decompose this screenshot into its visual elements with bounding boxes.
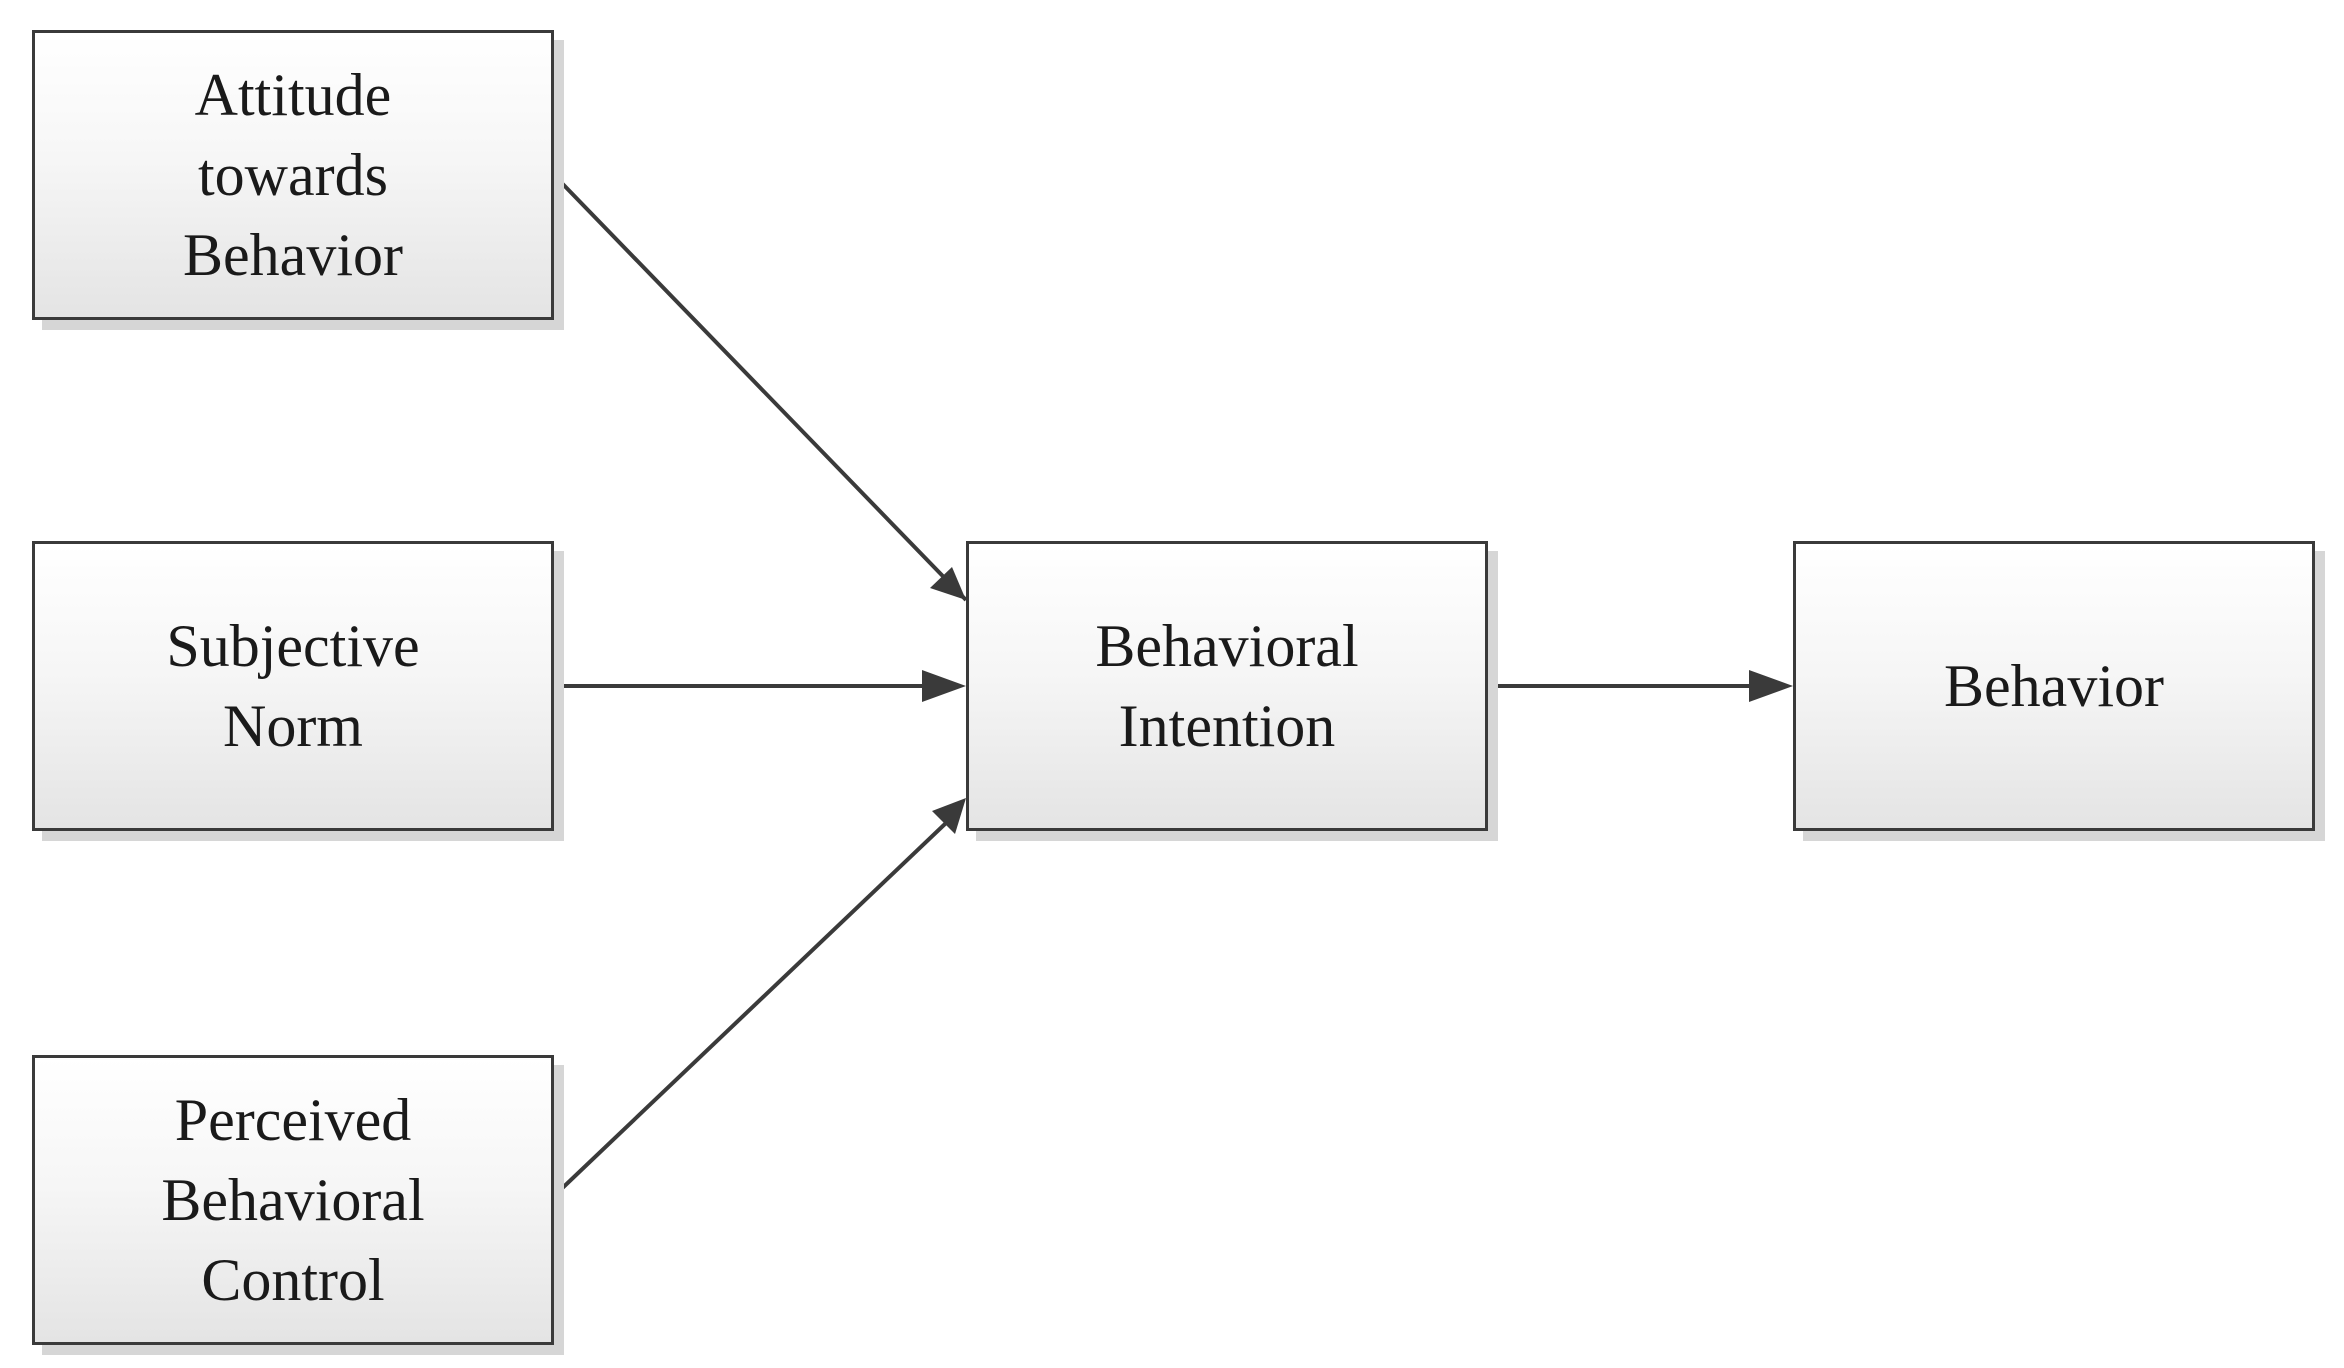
arrowhead-icon — [932, 798, 966, 834]
arrow-perceived-control-to-intention — [552, 798, 966, 1198]
node-behavior: Behavior — [1793, 541, 2315, 831]
label-line: Norm — [223, 693, 363, 759]
node-label: Behavior — [1944, 646, 2164, 726]
label-line: towards — [198, 142, 388, 208]
arrowhead-icon — [922, 670, 966, 702]
label-line: Attitude — [194, 62, 392, 128]
arrow-attitude-to-intention — [552, 173, 968, 602]
label-line: Perceived — [174, 1087, 412, 1153]
node-label: Subjective Norm — [166, 606, 419, 766]
node-label: Behavioral Intention — [1095, 606, 1358, 766]
label-line: Behavioral — [161, 1167, 425, 1233]
label-line: Behavioral — [1095, 613, 1359, 679]
label-line: Behavior — [1944, 653, 2164, 719]
node-label: Perceived Behavioral Control — [161, 1080, 424, 1320]
arrowhead-icon — [930, 567, 966, 600]
node-behavioral-intention: Behavioral Intention — [966, 541, 1488, 831]
label-line: Subjective — [166, 613, 420, 679]
arrow-subjective-norm-to-intention — [554, 670, 966, 702]
arrow-intention-to-behavior — [1488, 670, 1793, 702]
arrowhead-icon — [1749, 670, 1793, 702]
label-line: Intention — [1118, 693, 1336, 759]
label-line: Behavior — [183, 222, 403, 288]
label-line: Control — [201, 1247, 385, 1313]
node-label: Attitude towards Behavior — [183, 55, 403, 295]
node-subjective-norm: Subjective Norm — [32, 541, 554, 831]
node-perceived-behavioral-control: Perceived Behavioral Control — [32, 1055, 554, 1345]
node-attitude-towards-behavior: Attitude towards Behavior — [32, 30, 554, 320]
